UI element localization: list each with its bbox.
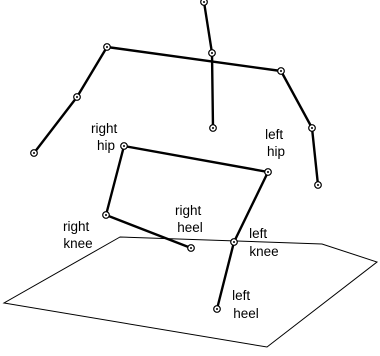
- right-thigh-bone: [106, 146, 124, 215]
- spine-bone: [212, 53, 213, 128]
- left-forearm-bone: [312, 128, 318, 185]
- pelvis-bone: [124, 146, 268, 172]
- ground-plane: [4, 237, 377, 347]
- left-shoulder-joint: [278, 68, 285, 75]
- left-hip-label: left hip: [265, 127, 287, 159]
- right-elbow-joint: [74, 94, 81, 101]
- left-elbow-joint: [309, 125, 316, 132]
- right-heel-joint: [188, 245, 195, 252]
- head-joint: [201, 0, 208, 5]
- right-wrist-joint: [31, 150, 38, 157]
- left-heel-joint: [214, 306, 221, 313]
- joint-labels: right hip left hip right knee right heel…: [63, 121, 287, 321]
- right-knee-joint: [103, 212, 110, 219]
- right-hip-label: right hip: [91, 121, 121, 153]
- right-knee-label: right knee: [63, 219, 93, 251]
- left-knee-joint: [231, 239, 238, 246]
- neck-joint: [209, 50, 216, 57]
- head-neck-bone: [204, 2, 212, 53]
- left-hip-joint: [265, 169, 272, 176]
- right-shoulder-joint: [104, 44, 111, 51]
- shoulder-bone: [107, 47, 281, 71]
- right-heel-label: right heel: [175, 203, 205, 235]
- right-hip-joint: [121, 143, 128, 150]
- spine-base-joint: [210, 125, 217, 132]
- right-forearm-bone: [34, 97, 77, 153]
- right-upper-arm-bone: [77, 47, 107, 97]
- left-heel-label: left heel: [232, 288, 259, 321]
- left-wrist-joint: [315, 182, 322, 189]
- left-upper-arm-bone: [281, 71, 312, 128]
